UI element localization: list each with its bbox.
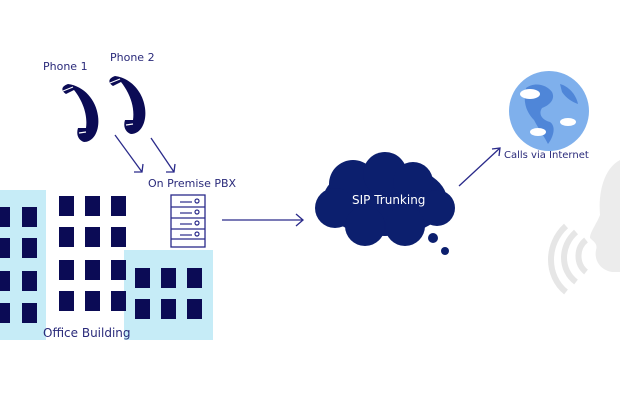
internet-label: Calls via Internet bbox=[504, 150, 589, 161]
server-rack-icon bbox=[170, 194, 206, 248]
building-label: Office Building bbox=[43, 326, 131, 340]
cloud-icon bbox=[315, 152, 455, 255]
speaking-head-icon bbox=[548, 160, 620, 295]
phone-handset-icon bbox=[109, 76, 146, 134]
arrow-phone1-pbx bbox=[114, 134, 144, 173]
phone2-label: Phone 2 bbox=[110, 51, 155, 64]
arrow-sip-internet bbox=[458, 147, 501, 187]
arrow-pbx-sip bbox=[222, 213, 304, 227]
globe-icon bbox=[509, 71, 589, 151]
phone-handset-icon bbox=[62, 84, 99, 142]
phone1-label: Phone 1 bbox=[43, 60, 88, 73]
sip-label: SIP Trunking bbox=[352, 193, 426, 207]
pbx-label: On Premise PBX bbox=[148, 177, 237, 190]
arrow-phone2-pbx bbox=[150, 137, 176, 173]
